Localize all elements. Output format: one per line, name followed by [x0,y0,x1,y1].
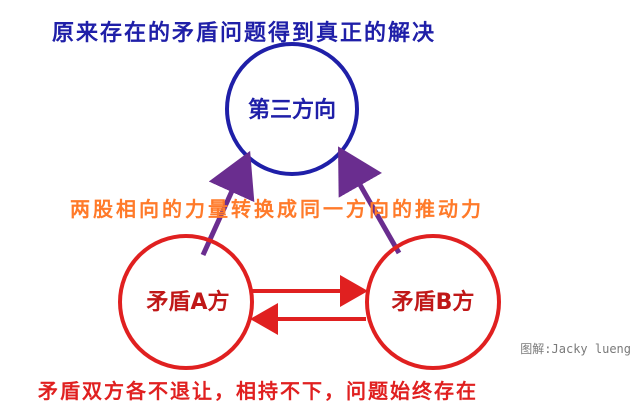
party-a-node [118,234,254,370]
credit-text: 图解:Jacky lueng [520,342,631,356]
third-direction-label: 第三方向 [248,97,336,123]
arrow-b-to-third [338,146,402,255]
party-b-label: 矛盾B方 [391,289,475,315]
diagram-title: 原来存在的矛盾问题得到真正的解决 [52,20,436,46]
third-direction-node [225,42,359,176]
middle-caption: 两股相向的力量转换成同一方向的推动力 [70,197,484,221]
party-a-label: 矛盾A方 [145,289,229,315]
bottom-caption: 矛盾双方各不退让，相持不下，问题始终存在 [38,379,478,403]
